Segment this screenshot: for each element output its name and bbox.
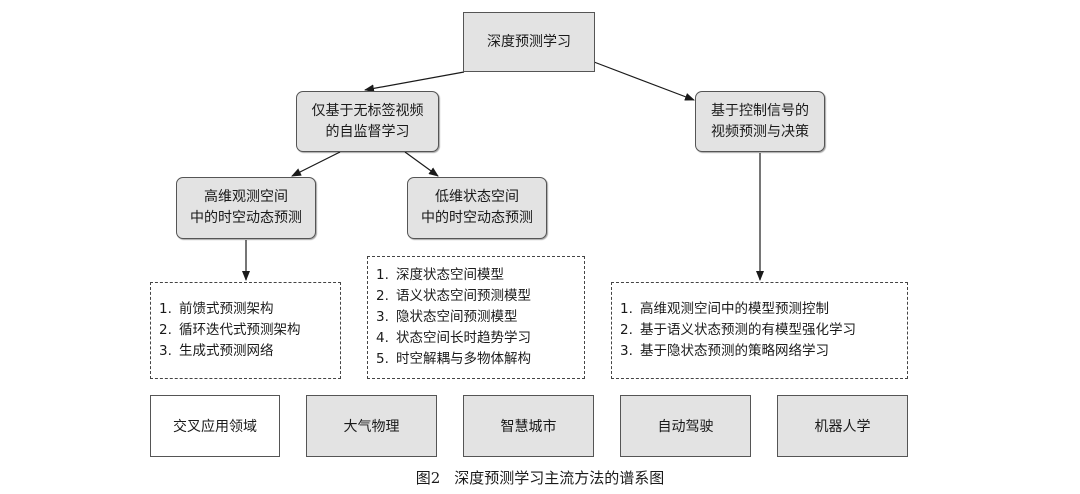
caption-text: 深度预测学习主流方法的谱系图 bbox=[454, 469, 665, 487]
application-label: 智慧城市 bbox=[500, 419, 557, 435]
branch-left-line1: 仅基于无标签视频 bbox=[311, 102, 424, 119]
application-smart-city: 智慧城市 bbox=[463, 395, 594, 457]
root-label: 深度预测学习 bbox=[487, 33, 571, 50]
application-autonomous-driving: 自动驾驶 bbox=[620, 395, 751, 457]
figure-caption: 图2 深度预测学习主流方法的谱系图 bbox=[0, 467, 1080, 488]
arrow-left-to-high bbox=[291, 151, 341, 177]
applications-title: 交叉应用领域 bbox=[173, 419, 257, 435]
branch-right-line2: 视频预测与决策 bbox=[711, 123, 809, 140]
sub-high-dim-observation: 高维观测空间 中的时空动态预测 bbox=[176, 177, 316, 239]
list-item: 3.生成式预测网络 bbox=[159, 343, 274, 359]
list-item: 2.基于语义状态预测的有模型强化学习 bbox=[620, 322, 856, 338]
branch-right-line1: 基于控制信号的 bbox=[711, 102, 809, 119]
list-item: 3.隐状态空间预测模型 bbox=[376, 309, 518, 325]
caption-figure-number: 图2 bbox=[415, 469, 441, 487]
sub-high-line2: 中的时空动态预测 bbox=[190, 210, 302, 226]
list-item: 1.深度状态空间模型 bbox=[376, 267, 504, 283]
list-item: 2.语义状态空间预测模型 bbox=[376, 288, 531, 304]
method-list-control: 1.高维观测空间中的模型预测控制 2.基于语义状态预测的有模型强化学习 3.基于… bbox=[611, 282, 908, 379]
list-item: 3.基于隐状态预测的策略网络学习 bbox=[620, 343, 829, 359]
arrow-left-to-low bbox=[404, 151, 439, 177]
sub-low-dim-state: 低维状态空间 中的时空动态预测 bbox=[407, 177, 547, 239]
list-item: 4.状态空间长时趋势学习 bbox=[376, 330, 531, 346]
branch-self-supervised: 仅基于无标签视频 的自监督学习 bbox=[296, 91, 439, 152]
application-label: 大气物理 bbox=[343, 419, 400, 435]
application-label: 机器人学 bbox=[814, 419, 871, 435]
list-item: 5.时空解耦与多物体解构 bbox=[376, 351, 531, 367]
root-node: 深度预测学习 bbox=[463, 12, 595, 72]
arrow-root-to-right bbox=[593, 61, 695, 101]
sub-high-line1: 高维观测空间 bbox=[204, 189, 288, 205]
application-robotics: 机器人学 bbox=[777, 395, 908, 457]
sub-low-line2: 中的时空动态预测 bbox=[421, 210, 533, 226]
list-item: 2.循环迭代式预测架构 bbox=[159, 322, 301, 338]
sub-low-line1: 低维状态空间 bbox=[435, 189, 519, 205]
application-atmospheric-physics: 大气物理 bbox=[306, 395, 437, 457]
method-list-high-dim: 1.前馈式预测架构 2.循环迭代式预测架构 3.生成式预测网络 bbox=[150, 282, 341, 379]
list-item: 1.高维观测空间中的模型预测控制 bbox=[620, 301, 829, 317]
branch-control-signal: 基于控制信号的 视频预测与决策 bbox=[695, 91, 825, 152]
list-item: 1.前馈式预测架构 bbox=[159, 301, 274, 317]
method-list-low-dim: 1.深度状态空间模型 2.语义状态空间预测模型 3.隐状态空间预测模型 4.状态… bbox=[367, 256, 585, 379]
applications-title-box: 交叉应用领域 bbox=[150, 395, 280, 457]
application-label: 自动驾驶 bbox=[657, 419, 714, 435]
arrow-root-to-left bbox=[364, 71, 465, 93]
branch-left-line2: 的自监督学习 bbox=[325, 123, 410, 140]
